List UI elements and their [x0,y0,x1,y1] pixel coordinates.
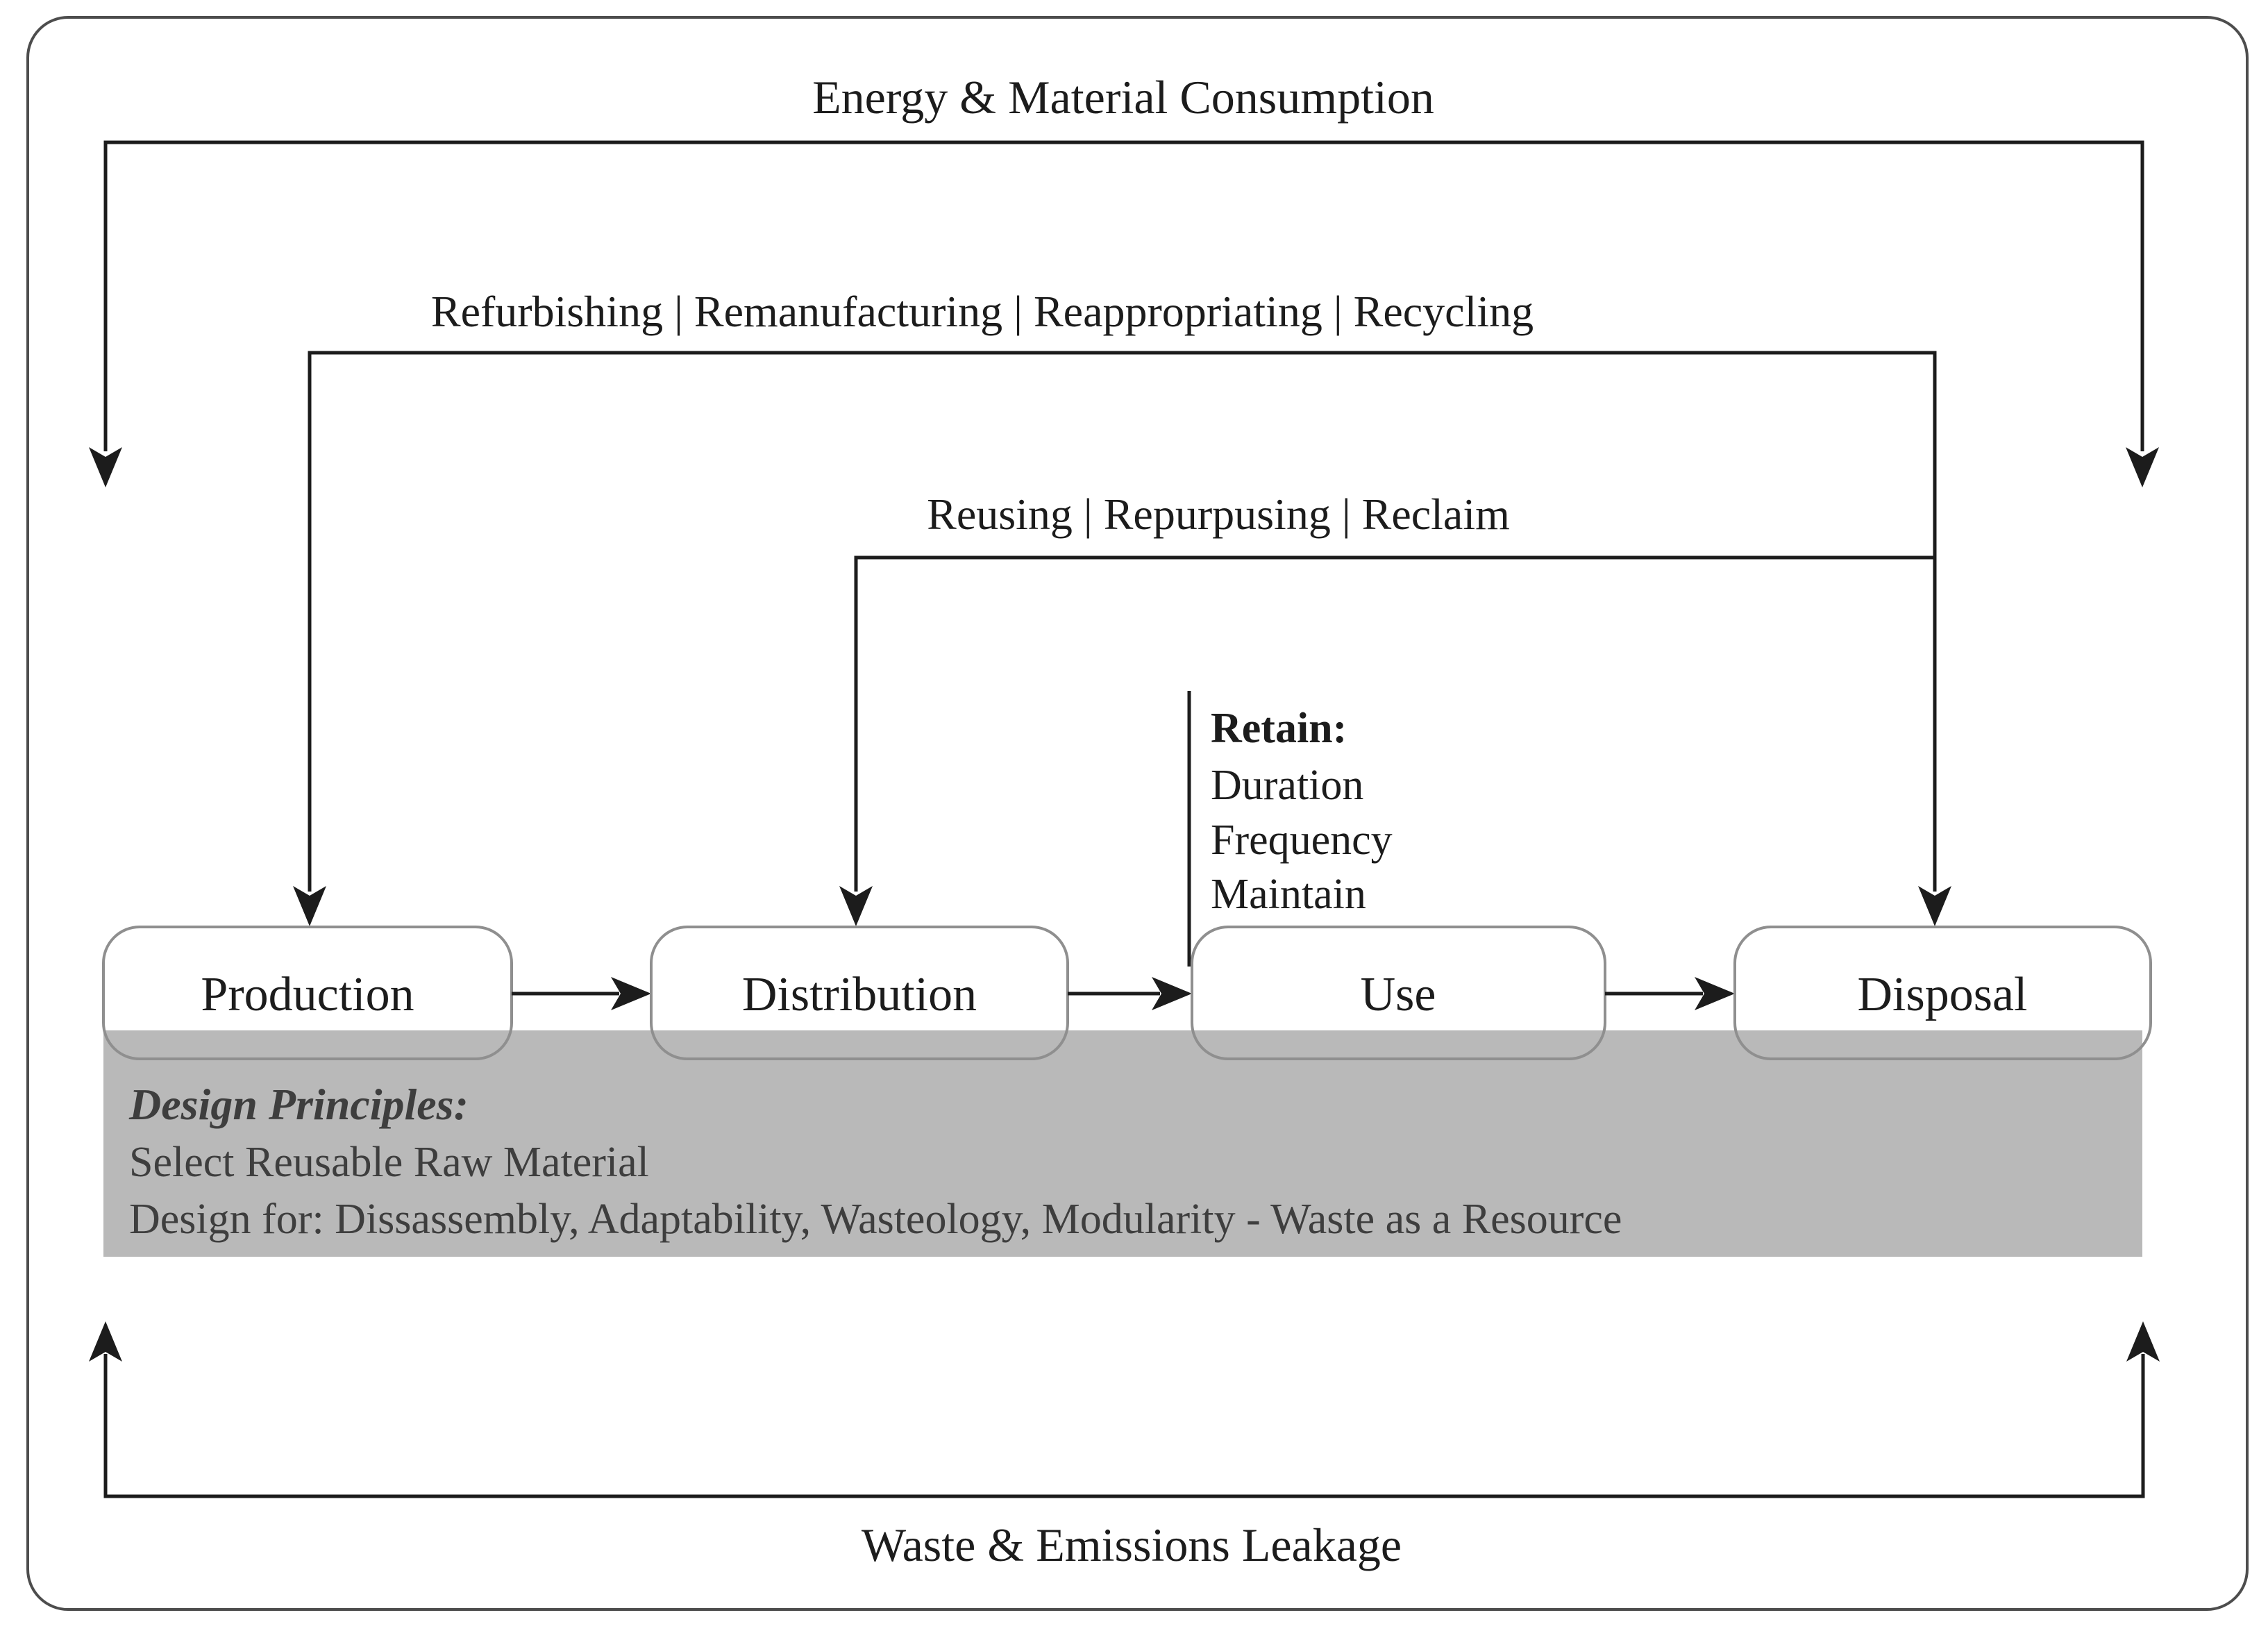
stage-box-production: Production [102,926,513,1060]
stage-label-distribution: Distribution [742,968,977,1021]
refurbishing-return-line [308,351,1937,892]
arrow-up-icon [2126,1321,2160,1362]
arrow-right-icon [1152,977,1192,1010]
energy-loop-line [103,140,2144,451]
arrow-right-icon [1695,977,1735,1010]
retain-note-item-frequency: Frequency [1211,817,1393,864]
flow-arrow-use-disposal [1605,977,1735,1010]
retain-note: Retain: Duration Frequency Maintain [1187,691,1393,967]
stage-box-disposal: Disposal [1733,926,2152,1060]
design-principles-band-rect [103,1030,2142,1257]
reusing-return-path: Reusing | Repurpusing | Reclaim [839,490,1935,926]
refurbishing-return-label: Refurbishing | Remanufacturing | Reappro… [431,287,1534,336]
arrow-up-icon [89,1321,122,1362]
arrow-down-icon [2126,447,2159,487]
design-principles-line-2: Design for: Dissassembly, Adaptability, … [129,1196,1622,1243]
waste-loop: Waste & Emissions Leakage [89,1321,2160,1571]
retain-note-title: Retain: [1211,705,1347,752]
stage-label-use: Use [1361,968,1436,1021]
design-principles-title: Design Principles: [128,1080,469,1129]
stage-label-disposal: Disposal [1858,968,2028,1021]
reusing-return-label: Reusing | Repurpusing | Reclaim [927,490,1510,539]
design-principles-line-1: Select Reusable Raw Material [129,1139,649,1186]
waste-loop-line [103,1354,2145,1498]
flow-arrow-distribution-use [1068,977,1192,1010]
design-principles-band: Design Principles: Select Reusable Raw M… [103,1030,2142,1257]
stage-box-distribution: Distribution [650,926,1069,1060]
stage-label-production: Production [201,968,414,1021]
arrow-down-icon [1918,886,1951,926]
arrow-down-icon [293,886,326,926]
arrow-down-icon [89,447,122,487]
reusing-return-line [854,555,1935,892]
refurbishing-return-path: Refurbishing | Remanufacturing | Reappro… [293,287,1951,926]
retain-note-item-maintain: Maintain [1211,871,1366,918]
energy-loop: Energy & Material Consumption [89,71,2159,487]
stage-box-disposal-rect [1733,926,2152,1060]
flow-arrow-production-distribution [512,977,651,1010]
energy-loop-label: Energy & Material Consumption [812,71,1434,124]
waste-loop-label: Waste & Emissions Leakage [862,1519,1402,1571]
arrow-right-icon [611,977,651,1010]
outer-frame-border [26,16,2249,1611]
retain-note-item-duration: Duration [1211,762,1363,809]
stage-flow: Production Distribution Use [102,926,2152,1060]
arrow-down-icon [839,886,873,926]
